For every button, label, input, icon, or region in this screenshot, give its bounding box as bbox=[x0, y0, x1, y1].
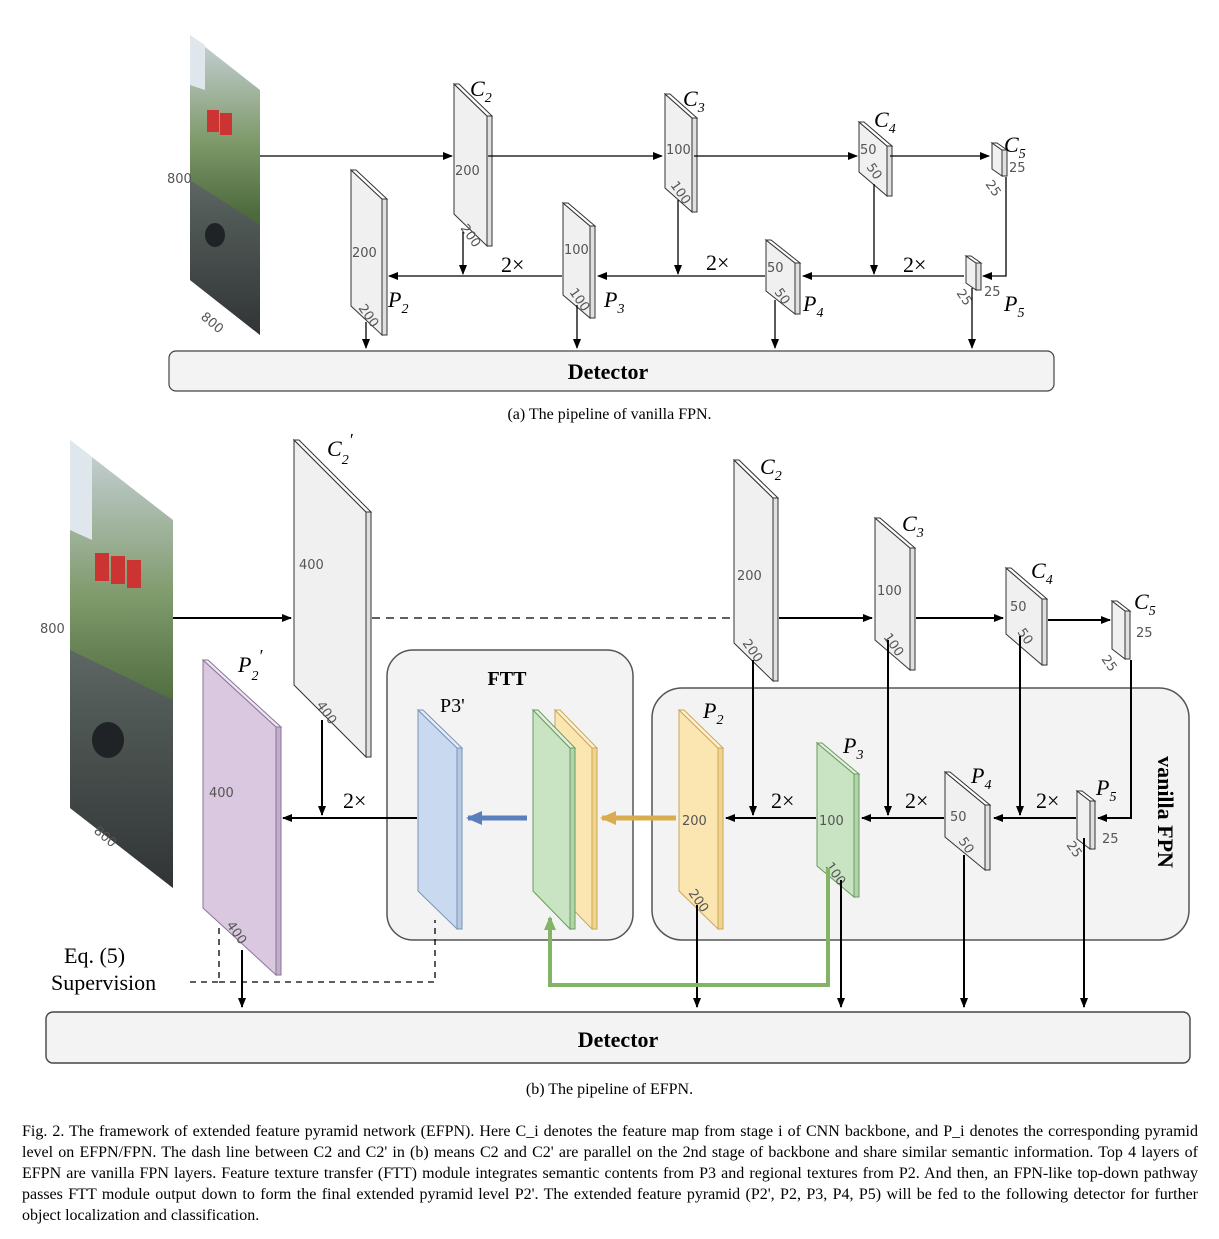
upsample-label-b4: 2× bbox=[1036, 788, 1059, 813]
detector-label-b: Detector bbox=[578, 1027, 659, 1052]
p5-dim-h: 25 bbox=[984, 285, 1001, 300]
feature-map-p5-b: 25 25 P5 bbox=[1063, 775, 1119, 861]
feature-map-c3-b: 100 100 C3 bbox=[873, 511, 924, 672]
feature-map-c5-b: 25 25 C5 bbox=[1098, 589, 1156, 675]
feature-map-p2-prime: 400 400 P2′ bbox=[201, 646, 283, 977]
c3-dim-h: 100 bbox=[666, 143, 691, 158]
feature-map-c5-a: 25 25 C5 bbox=[982, 132, 1026, 200]
feature-map-c2-b: 200 200 C2 bbox=[732, 454, 782, 683]
p4-dim-h: 50 bbox=[767, 261, 784, 276]
detector-label-a: Detector bbox=[568, 359, 649, 384]
upsample-label-a1: 2× bbox=[501, 252, 524, 277]
equation-label: Eq. (5) bbox=[64, 943, 125, 968]
c2-prime-label: C2′ bbox=[327, 430, 354, 468]
upsample-label-b3: 2× bbox=[905, 788, 928, 813]
c5b-dim-h: 25 bbox=[1136, 626, 1153, 641]
p2-prime-label: P2′ bbox=[237, 646, 263, 684]
input-image-a: 800 800 bbox=[167, 35, 260, 337]
feature-map-p3-prime: P3' bbox=[416, 695, 465, 931]
vanilla-fpn-box bbox=[651, 687, 1190, 941]
p2-label: P2 bbox=[387, 287, 408, 317]
p2-prime-dim-h: 400 bbox=[209, 786, 234, 801]
panel-b: FTT vanilla FPN 800 800 400 400 C2′ bbox=[40, 430, 1191, 1064]
c2b-label: C2 bbox=[760, 454, 782, 484]
feature-map-p5-a: 25 25 P5 bbox=[953, 255, 1024, 321]
feature-map-c4-b: 50 50 C4 bbox=[1004, 558, 1053, 667]
c4-dim-h: 50 bbox=[860, 143, 877, 158]
feature-map-p2-a: 200 200 P2 bbox=[349, 168, 408, 337]
p5-label: P5 bbox=[1003, 291, 1024, 321]
p3b-dim-h: 100 bbox=[819, 814, 844, 829]
p3-label: P3 bbox=[603, 287, 624, 317]
arrows-a bbox=[260, 152, 1007, 349]
content-path-green bbox=[544, 868, 830, 987]
feature-map-c2-a: 200 200 C2 bbox=[452, 76, 494, 251]
feature-map-p3-a: 100 100 P3 bbox=[561, 201, 624, 320]
upsample-label-b2: 2× bbox=[771, 788, 794, 813]
c4b-dim-h: 50 bbox=[1010, 600, 1027, 615]
vanilla-fpn-label: vanilla FPN bbox=[1153, 756, 1178, 868]
panel-a: 800 800 200 200 C2 100 100 C3 50 50 bbox=[167, 35, 1055, 392]
c4-label: C4 bbox=[874, 107, 896, 137]
c2-dim-h: 200 bbox=[455, 164, 480, 179]
supervision-label: Supervision bbox=[51, 970, 156, 995]
c5-dim-h: 25 bbox=[1009, 161, 1026, 176]
upsample-label-a2: 2× bbox=[706, 250, 729, 275]
upsample-label-b1: 2× bbox=[343, 788, 366, 813]
image-height-label-b: 800 bbox=[40, 622, 65, 637]
p4-label: P4 bbox=[802, 291, 823, 321]
traffic-sign-icon bbox=[207, 110, 219, 132]
supervision-dashed-lines bbox=[189, 920, 436, 983]
p4b-dim-h: 50 bbox=[950, 810, 967, 825]
p2-dim-h: 200 bbox=[352, 246, 377, 261]
c3b-dim-h: 100 bbox=[877, 584, 902, 599]
c3b-label: C3 bbox=[902, 511, 924, 541]
arrows-b bbox=[173, 614, 1132, 1008]
ftt-label: FTT bbox=[488, 668, 528, 690]
detector-box-a bbox=[168, 350, 1055, 392]
upsample-label-a3: 2× bbox=[903, 252, 926, 277]
feature-map-p2-b: 200 200 P2 bbox=[677, 698, 725, 931]
c5b-label: C5 bbox=[1134, 589, 1156, 619]
input-image-b: 800 800 bbox=[40, 440, 173, 888]
c5b-dim-w: 25 bbox=[1098, 653, 1120, 675]
c2-prime-dim-h: 400 bbox=[299, 558, 324, 573]
image-width-label-a: 800 bbox=[197, 310, 226, 337]
feature-map-p3-b: 100 100 P3 bbox=[815, 733, 863, 899]
figure-caption: Fig. 2. The framework of extended featur… bbox=[22, 1123, 1198, 1224]
p3-prime-label: P3' bbox=[440, 695, 465, 717]
c4b-label: C4 bbox=[1031, 558, 1053, 588]
car-icon bbox=[205, 223, 225, 247]
p5b-dim-h: 25 bbox=[1102, 832, 1119, 847]
c5-dim-w: 25 bbox=[982, 178, 1004, 200]
feature-map-c3-a: 100 100 C3 bbox=[663, 86, 705, 214]
panel-b-caption: (b) The pipeline of EFPN. bbox=[525, 1081, 694, 1098]
c2b-dim-h: 200 bbox=[737, 569, 762, 584]
p5-dim-w: 25 bbox=[953, 287, 975, 309]
feature-map-c4-a: 50 50 C4 bbox=[857, 107, 896, 198]
p3-dim-h: 100 bbox=[564, 243, 589, 258]
image-height-label-a: 800 bbox=[167, 172, 192, 187]
traffic-sign-icon bbox=[95, 553, 109, 581]
car-icon bbox=[92, 722, 124, 758]
p2b-dim-h: 200 bbox=[682, 814, 707, 829]
ftt-feature-p3-copy bbox=[531, 708, 577, 931]
detector-box-b bbox=[45, 1011, 1191, 1064]
efpn-framework-figure: 800 800 200 200 C2 100 100 C3 50 50 bbox=[40, 35, 1191, 1064]
panel-a-caption: (a) The pipeline of vanilla FPN. bbox=[507, 406, 712, 423]
feature-map-c2-prime: 400 400 C2′ bbox=[292, 430, 373, 759]
